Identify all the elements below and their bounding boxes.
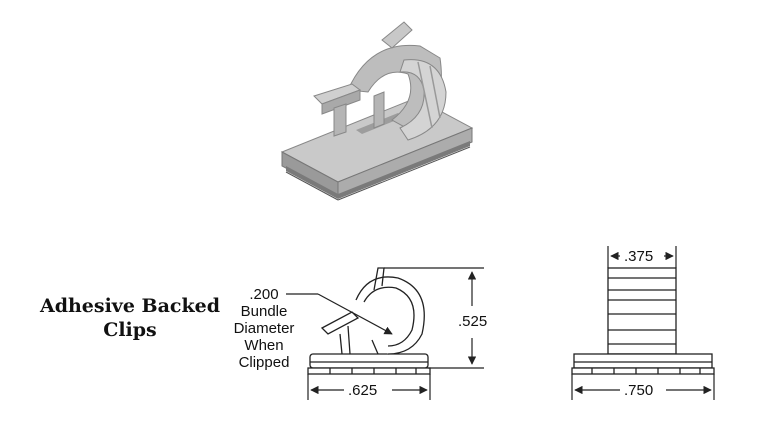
bundle-diameter-label: .200 Bundle Diameter When Clipped (226, 286, 302, 371)
title-line-2: Clips (103, 319, 157, 341)
width-dimension-side (307, 374, 431, 400)
bundle-label-line-3: Diameter (233, 320, 295, 337)
top-width-dimension (607, 246, 677, 268)
bundle-label-line-2: Bundle (240, 303, 288, 320)
bundle-label-line-1: .200 (249, 286, 279, 303)
top-width-dim-label: .375 (624, 248, 654, 265)
height-dim-label: .525 (456, 313, 490, 330)
bundle-arrow (317, 293, 393, 335)
base-width-dimension (571, 374, 715, 400)
clip-front-view (571, 267, 715, 375)
clip-3d-render (280, 21, 474, 201)
product-title: Adhesive Backed Clips (30, 294, 230, 342)
base-width-dim-label: .750 (624, 382, 654, 399)
bundle-label-line-4: When (244, 337, 284, 354)
height-dimension (384, 267, 484, 369)
clip-side-view (307, 267, 431, 375)
side-width-dim-label: .625 (348, 382, 378, 399)
title-line-1: Adhesive Backed (39, 295, 221, 317)
bundle-label-line-5: Clipped (238, 354, 290, 371)
